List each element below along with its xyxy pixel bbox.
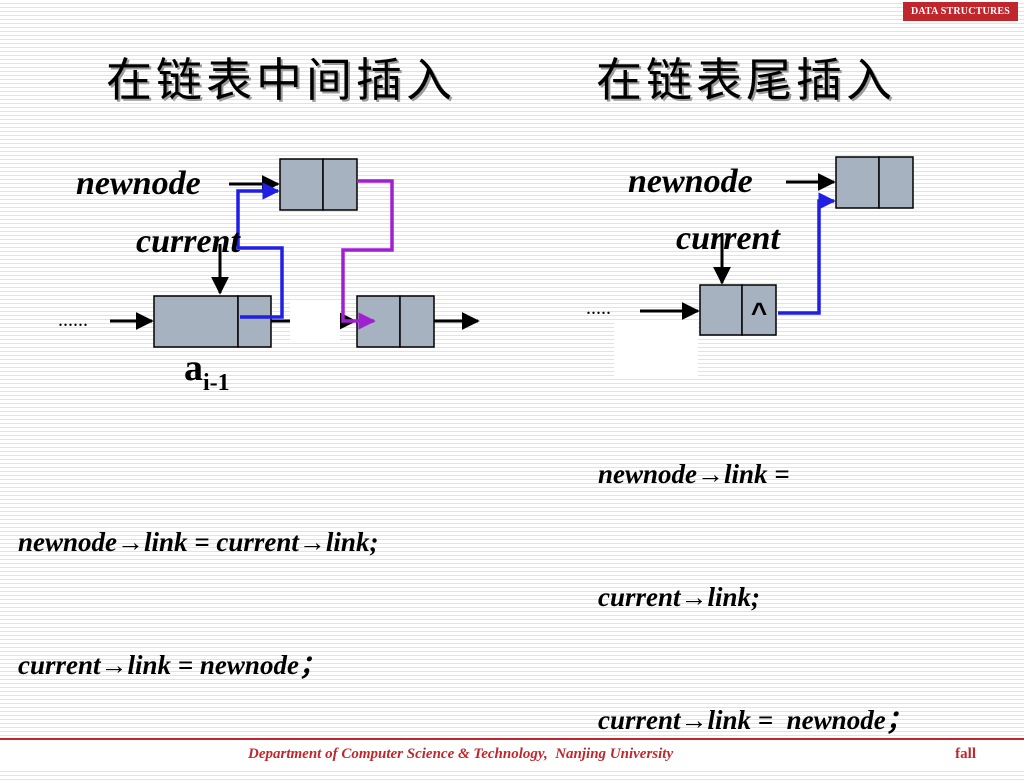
left-code-line-2: current→link = newnode； bbox=[18, 650, 326, 680]
right-code-line-2: current→link; bbox=[598, 582, 761, 612]
footer-bar: Department of Computer Science & Technol… bbox=[0, 738, 1024, 768]
right-insert-diagram: ^ newnode current ..... bbox=[586, 156, 914, 378]
footer-department: Department of Computer Science & Technol… bbox=[248, 746, 674, 762]
left-newnode-to-next-link bbox=[341, 179, 394, 330]
left-link-gap bbox=[290, 302, 340, 342]
left-ai-1-node-box bbox=[153, 295, 272, 348]
right-newnode-label: newnode bbox=[628, 163, 753, 200]
left-newnode-label: newnode bbox=[76, 165, 201, 202]
right-white-patch bbox=[614, 320, 698, 378]
linked-list-diagram: newnode current ...... ai-1 ^ newnode cu… bbox=[58, 156, 914, 396]
right-current-to-newnode-link bbox=[778, 192, 836, 315]
left-current-to-newnode-link bbox=[236, 182, 284, 319]
left-code-block: newnode→link = current→link; current→lin… bbox=[18, 440, 378, 727]
left-newnode-box bbox=[279, 158, 358, 211]
left-insert-diagram: newnode current ...... ai-1 bbox=[58, 158, 480, 396]
left-ellipsis: ...... bbox=[58, 309, 88, 331]
footer-term: fall bbox=[955, 746, 976, 762]
course-badge: DATA STRUCTURES bbox=[902, 2, 1018, 21]
left-node-label: ai-1 bbox=[184, 347, 230, 396]
right-newnode-box bbox=[835, 156, 914, 209]
right-ellipsis: ..... bbox=[586, 297, 611, 319]
left-code-line-1: newnode→link = current→link; bbox=[18, 527, 379, 557]
right-code-line-1: newnode→link = bbox=[598, 459, 790, 489]
title-middle-insert: 在链表中间插入 bbox=[106, 53, 456, 107]
right-current-label: current bbox=[676, 220, 781, 257]
title-tail-insert: 在链表尾插入 bbox=[596, 53, 896, 107]
right-tail-node-box bbox=[699, 284, 777, 336]
right-code-block: newnode→link = current→link; current→lin… bbox=[598, 372, 913, 782]
right-null-symbol: ^ bbox=[751, 297, 767, 328]
left-next-node-box bbox=[356, 295, 435, 348]
left-current-label: current bbox=[136, 223, 241, 260]
right-code-line-3: current→link = newnode； bbox=[598, 705, 913, 735]
